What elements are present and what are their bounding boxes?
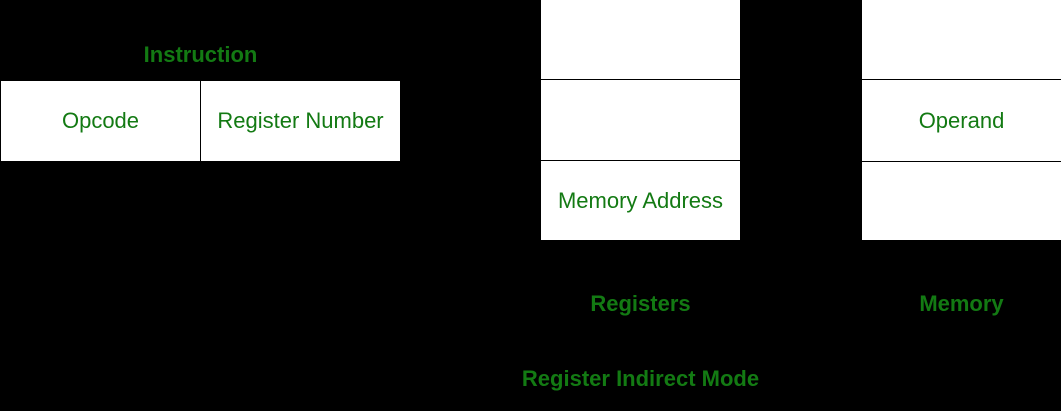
register-cell-memory-address-label: Memory Address [557, 187, 724, 213]
memory-cell-operand: Operand [861, 79, 1061, 162]
register-cell-empty-top [540, 0, 741, 80]
register-cell-memory-address: Memory Address [540, 160, 741, 241]
registers-column-label: Registers [590, 291, 691, 316]
memory-cell-operand-label: Operand [918, 107, 1005, 133]
register-cell-empty-middle [540, 79, 741, 161]
memory-cell-empty-top [861, 0, 1061, 80]
memory-column-label: Memory [919, 291, 1004, 316]
instruction-label: Instruction [143, 42, 258, 67]
instruction-field-register-number-label: Register Number [217, 108, 384, 133]
instruction-field-opcode-label: Opcode [61, 108, 140, 133]
memory-cell-empty-bottom [861, 161, 1061, 241]
instruction-field-register-number: Register Number [200, 80, 401, 162]
instruction-field-opcode: Opcode [0, 80, 201, 162]
figure-title: Register Indirect Mode [521, 366, 760, 391]
